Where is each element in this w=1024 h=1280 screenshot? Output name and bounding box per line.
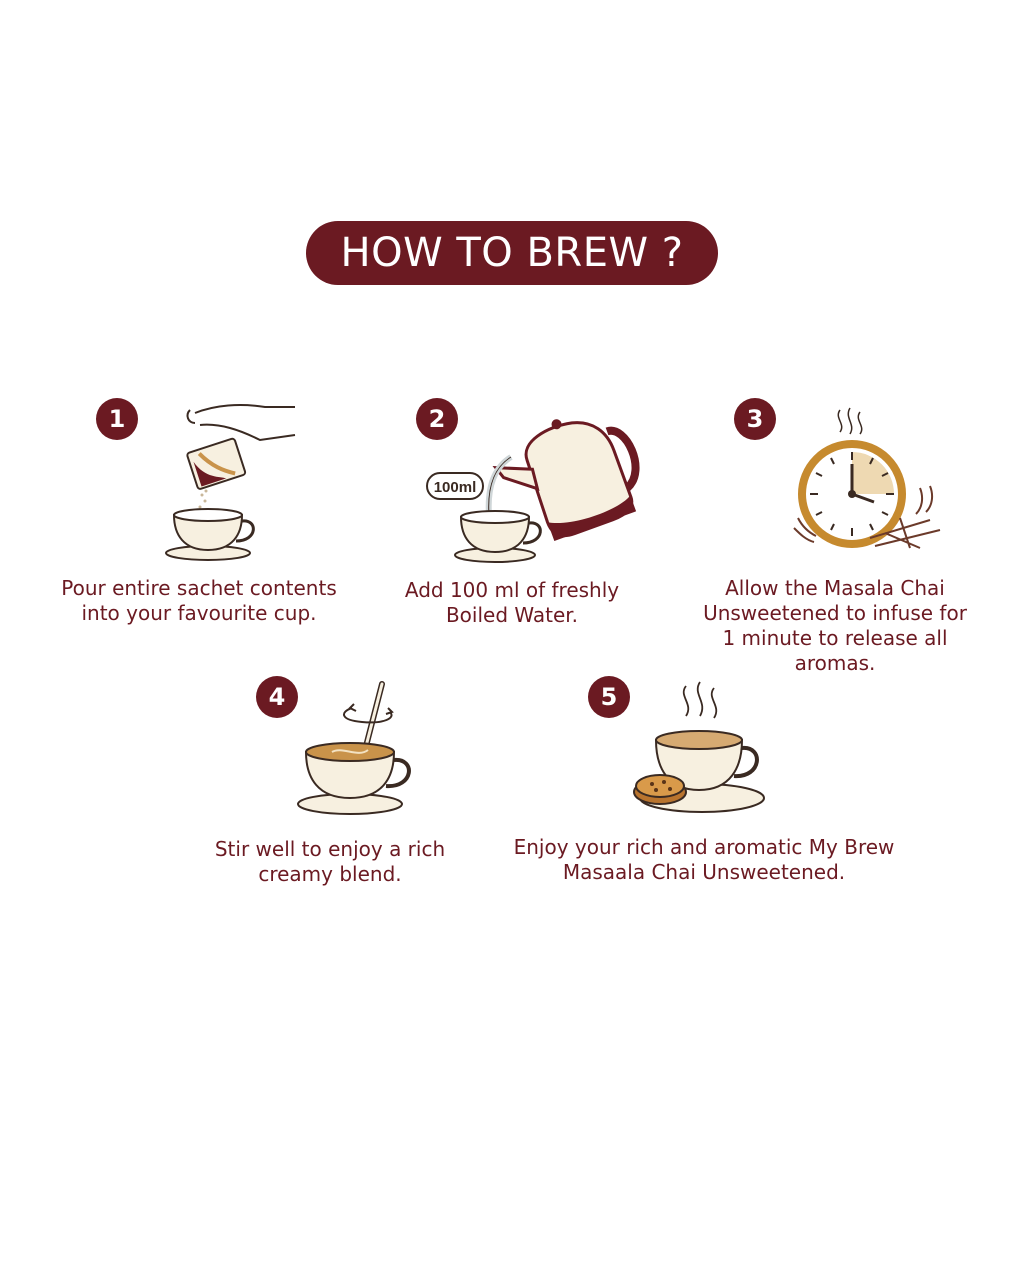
clock-icon [793, 407, 941, 549]
tea-with-cookies-icon [633, 681, 765, 813]
page-title: HOW TO BREW ? [306, 221, 718, 285]
step-number-5: 5 [588, 676, 630, 718]
step-caption-4: Stir well to enjoy a rich creamy blend. [214, 837, 446, 886]
step-number-3: 3 [734, 398, 776, 440]
step-caption-5: Enjoy your rich and aromatic My Brew Mas… [513, 835, 895, 884]
kettle-pour-icon: 100ml [426, 419, 640, 563]
step-caption-3: Allow the Masala Chai Unsweetened to inf… [703, 576, 967, 675]
step-caption-2: Add 100 ml of freshly Boiled Water. [404, 578, 620, 627]
stirring-cup-icon [297, 681, 411, 815]
volume-badge: 100ml [434, 479, 477, 496]
step-number-2: 2 [416, 398, 458, 440]
step-number-4: 4 [256, 676, 298, 718]
sachet-pour-icon [165, 404, 296, 561]
step-number-1: 1 [96, 398, 138, 440]
step-caption-1: Pour entire sachet contents into your fa… [61, 576, 337, 625]
